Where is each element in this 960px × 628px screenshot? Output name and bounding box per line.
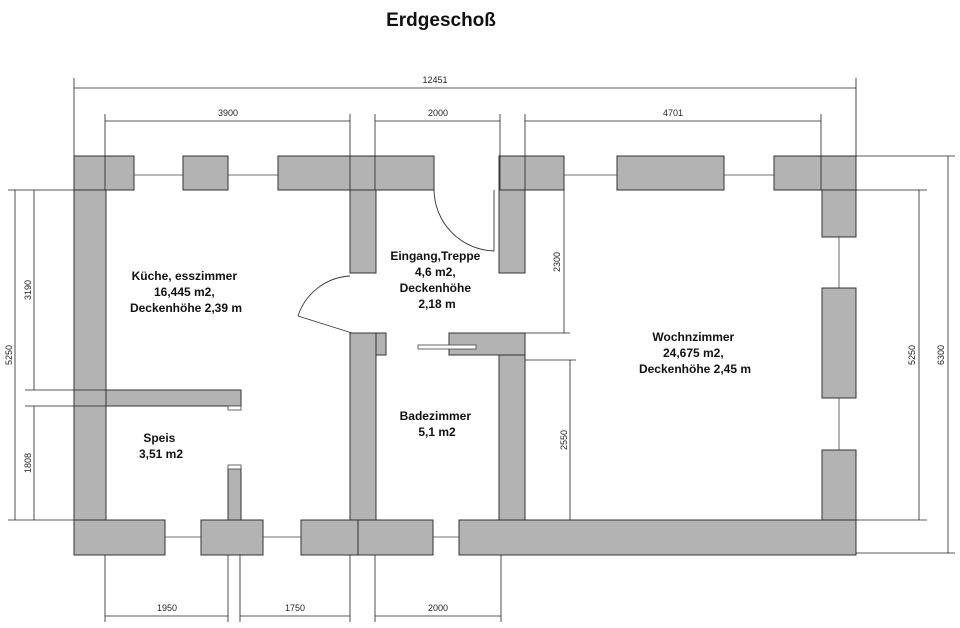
door-entrance-swing xyxy=(433,189,495,252)
dim-top-eingang: 2000 xyxy=(428,108,448,118)
wall-bottom-pier-2 xyxy=(300,519,359,556)
plan-title: Erdgeschoß xyxy=(386,10,496,31)
dim-mid-wohn: 2550 xyxy=(559,430,569,450)
wall-speis-jamb xyxy=(227,405,242,411)
room-kueche: Küche, esszimmer 16,445 m2, Deckenhöhe 2… xyxy=(130,269,242,315)
room-eingang: Eingang,Treppe 4,6 m2, Deckenhöhe 2,18 m xyxy=(390,249,483,311)
dim-right-inner: 5250 xyxy=(907,345,917,365)
wall-speis-top xyxy=(105,389,242,407)
room-speis: Speis 3,51 m2 xyxy=(139,431,183,461)
room-badezimmer: Badezimmer 5,1 m2 xyxy=(400,409,475,439)
wall-top-pier-2 xyxy=(277,155,435,191)
dim-mid-eingang: 2300 xyxy=(552,252,562,272)
wall-right-pier-1 xyxy=(821,189,857,238)
wall-kitchen-bath xyxy=(349,332,377,524)
dim-left-kueche: 3190 xyxy=(23,280,33,300)
wall-bath-living xyxy=(498,354,526,524)
wall-top-pier-4 xyxy=(616,155,725,191)
wall-top-pier-1 xyxy=(182,155,229,191)
wall-top-right-corner xyxy=(773,155,857,191)
wall-bath-jamb-left xyxy=(375,332,387,356)
walls xyxy=(73,155,857,556)
dim-left-speis: 1808 xyxy=(23,453,33,473)
wall-bottom-right xyxy=(458,519,857,556)
wall-speis-partition xyxy=(227,466,242,528)
dim-top-kueche: 3900 xyxy=(218,108,238,118)
wall-entrance-living-upper xyxy=(498,189,526,274)
doors xyxy=(297,189,495,350)
door-bath-sliding xyxy=(417,344,477,350)
dim-bottom-bad: 2000 xyxy=(428,603,448,613)
dimensions: 12451 3900 2000 4701 1950 1750 2000 5250 xyxy=(4,75,955,622)
door-kitchen-leaf xyxy=(297,315,353,334)
wall-top-left-corner xyxy=(73,155,135,191)
wall-speis-partition-cap xyxy=(227,464,242,470)
dim-bottom-speis: 1950 xyxy=(157,603,177,613)
wall-bottom-pier-1 xyxy=(200,519,264,556)
wall-bath-jamb-right xyxy=(448,332,526,356)
wall-top-pier-3 xyxy=(498,155,565,191)
wall-bottom-left-corner xyxy=(73,519,166,556)
dim-top-total: 12451 xyxy=(422,75,447,85)
dim-top-wohnzimmer: 4701 xyxy=(663,108,683,118)
wall-kitchen-entrance-upper xyxy=(349,189,377,274)
wall-left xyxy=(73,189,107,556)
door-kitchen-swing xyxy=(297,275,351,317)
wall-right-pier-2 xyxy=(821,287,857,399)
windows xyxy=(134,174,840,538)
dim-left-total: 5250 xyxy=(4,345,14,365)
dim-right-outer: 6300 xyxy=(936,345,946,365)
room-labels: Küche, esszimmer 16,445 m2, Deckenhöhe 2… xyxy=(130,249,751,461)
wall-right-pier-3 xyxy=(821,449,857,521)
room-wohnzimmer: Wochnzimmer 24,675 m2, Deckenhöhe 2,45 m xyxy=(639,330,751,376)
dim-bottom-kueche: 1750 xyxy=(285,603,305,613)
wall-bottom-pier-3 xyxy=(357,519,434,556)
